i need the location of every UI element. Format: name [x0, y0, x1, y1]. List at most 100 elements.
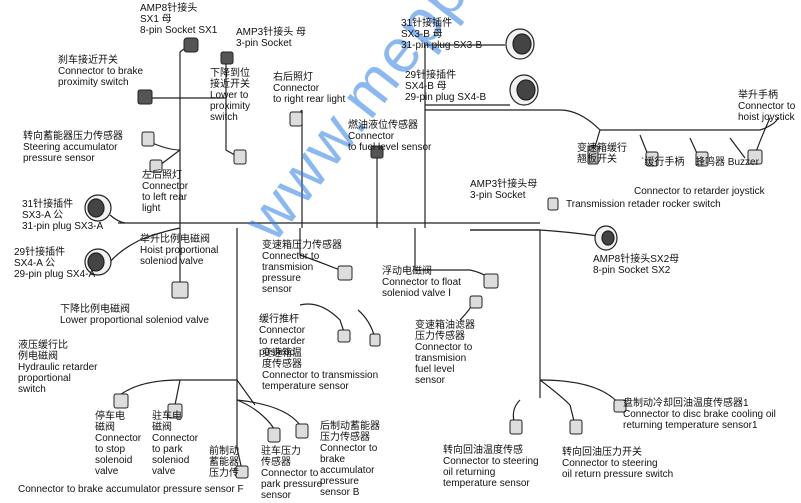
sx3a-lead: [109, 214, 126, 224]
label-line: temperature sensor: [262, 381, 349, 392]
park-press-connector-icon: [267, 427, 281, 443]
label-line: SX4-A 公: [14, 258, 56, 269]
label-line: 右后照灯: [273, 72, 313, 83]
disc-cool-connector-icon: [613, 399, 627, 413]
label-line: pressure: [262, 273, 301, 284]
label-line: 压力传感器: [320, 432, 370, 443]
disc-cool-lead: [539, 379, 621, 406]
label-front-acc: 前制动蓄能器压力传: [209, 446, 239, 479]
label-line: temperature sensor: [443, 478, 530, 489]
sx1-socket-icon: [183, 37, 199, 53]
amp3-socket-icon: [220, 51, 234, 65]
rear-left-lead: [159, 149, 181, 166]
label-line: 8-pin Socket SX2: [593, 265, 671, 276]
steer-temp-connector-icon: [509, 419, 523, 435]
label-line: proximity switch: [58, 77, 129, 88]
label-line: 31针接插件: [22, 199, 74, 210]
amp3-mid-socket-icon: [547, 197, 559, 211]
label-line: Connector: [348, 131, 395, 142]
trans-press-lead: [299, 228, 341, 271]
label-line: 举升手柄: [738, 90, 778, 101]
label-line: SX3-B 母: [401, 29, 443, 40]
label-line: light: [142, 203, 161, 214]
label-line: AMP8针接头: [140, 3, 198, 14]
park-press-lead: [236, 399, 276, 431]
brake-acc-b-lead: [236, 399, 301, 426]
label-line: Connector to: [262, 251, 320, 262]
label-line: Hydraulic retarder: [18, 362, 98, 373]
label-line: switch: [18, 384, 46, 395]
lower-prox-connector-icon: [233, 149, 247, 165]
label-line: SX1 母: [140, 14, 172, 25]
label-line: transmision: [262, 262, 314, 273]
rear-left-connector-icon: [149, 159, 163, 173]
label-line: Connector to: [415, 342, 473, 353]
label-line: oil return pressure switch: [562, 469, 674, 480]
sx4a-plug-icon: [84, 248, 112, 276]
label-line: sensor: [415, 375, 446, 386]
label-line: Steering accumulator: [23, 142, 118, 153]
label-line: AMP3针接头母: [470, 179, 538, 190]
label-line: pushrod: [259, 347, 296, 358]
sx3b-plug-icon: [505, 28, 535, 60]
fuel-level-connector-icon: [370, 145, 384, 159]
label-line: pressure: [320, 476, 359, 487]
label-line: 蜂鸣器 Buzzer: [695, 157, 759, 168]
main-trunk: [118, 222, 540, 231]
sx4b-plug-icon: [509, 74, 539, 106]
push-lead: [299, 303, 346, 336]
label-line: 前制动: [209, 446, 239, 457]
label-line: solenoid: [95, 455, 133, 466]
label-line: Lower to: [210, 90, 249, 101]
label-line: valve: [95, 466, 119, 477]
label-line: 3-pin Socket: [236, 38, 292, 49]
label-line: fuel level: [415, 364, 455, 375]
label-line: 变速箱缓行: [577, 143, 627, 154]
brake-prox-connector-icon: [137, 89, 153, 105]
trans-press-connector-icon: [337, 265, 353, 281]
label-line: to right rear light: [273, 94, 346, 105]
label-line: 31-pin plug SX3-A: [22, 221, 104, 232]
label-line: 传感器: [261, 457, 291, 468]
label-line: valve: [152, 466, 176, 477]
label-line: Connector: [273, 83, 320, 94]
label-line: soleniod valve: [140, 256, 204, 267]
label-buzzer: 蜂鸣器 Buzzer: [695, 157, 759, 168]
label-line: to park: [152, 444, 183, 455]
label-line: Connector to: [738, 101, 796, 112]
label-line: 浮动电磁阀: [382, 266, 432, 277]
label-line: 举升比例电磁阀: [140, 234, 210, 245]
label-line: Connector: [142, 181, 189, 192]
label-retarder-rocker: Transmission retader rocker switch: [566, 199, 721, 210]
sx2-lead: [539, 229, 599, 237]
label-line: to fuel level sensor: [348, 142, 432, 153]
round-plug-connectors: [84, 28, 618, 276]
brake-acc-b-connector-icon: [295, 423, 309, 439]
label-line: 29针接插件: [405, 70, 457, 81]
label-line: to retarder: [259, 336, 306, 347]
label-line: Connector to: [320, 443, 378, 454]
trans-filter-connector-icon: [469, 295, 483, 309]
label-line: Transmission retader rocker switch: [566, 199, 721, 210]
label-line: 磁阀: [152, 422, 172, 433]
label-line: `缓行手柄: [641, 157, 685, 168]
label-line: Connector to brake accumulator pressure …: [18, 484, 244, 495]
label-line: pressure sensor: [23, 153, 95, 164]
label-line: SX4-B 母: [405, 81, 447, 92]
